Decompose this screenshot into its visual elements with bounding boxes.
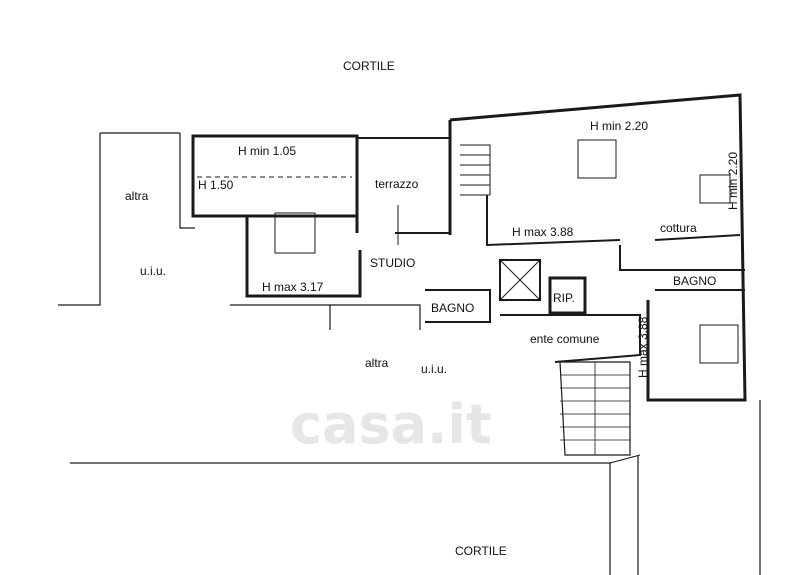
label-uiu-left: u.i.u. (140, 264, 167, 278)
label-cortile-top: CORTILE (343, 59, 395, 73)
left-unit-outline (58, 132, 180, 306)
skylight-1 (577, 139, 617, 179)
label-h-min-220-side: H min 2.20 (726, 151, 740, 210)
studio-wall (245, 216, 362, 298)
label-altra-left: altra (125, 189, 149, 203)
lift-shaft (499, 259, 541, 301)
storage-room (548, 276, 587, 315)
label-h-150: H 1.50 (198, 178, 234, 192)
stairs-lower (559, 361, 631, 456)
label-h-max-388-center: H max 3.88 (512, 225, 574, 239)
label-h-max-317: H max 3.17 (262, 280, 324, 294)
label-cottura: cottura (660, 221, 697, 235)
label-h-max-388-side: H max 3.88 (636, 316, 650, 378)
label-ente-comune: ente comune (530, 332, 600, 346)
label-terrazzo: terrazzo (375, 177, 419, 191)
label-uiu-bottom: u.i.u. (421, 362, 448, 376)
label-h-min-105: H min 1.05 (238, 144, 297, 158)
label-cortile-bottom: CORTILE (455, 544, 507, 558)
skylight-3 (699, 324, 739, 364)
courtyard-boundary (70, 462, 611, 575)
label-studio: STUDIO (370, 256, 416, 270)
watermark: casa.it (290, 393, 492, 456)
stairs-upper (460, 144, 491, 196)
label-rip: RIP. (553, 291, 575, 305)
label-altra-bottom: altra (365, 356, 389, 370)
bathroom-left-wall (425, 289, 491, 323)
main-apartment-wall (449, 93, 747, 402)
label-bagno-left: BAGNO (431, 301, 475, 315)
skylight-2 (274, 212, 316, 254)
label-h-min-220-top: H min 2.20 (590, 119, 649, 133)
label-bagno-right: BAGNO (673, 274, 717, 288)
